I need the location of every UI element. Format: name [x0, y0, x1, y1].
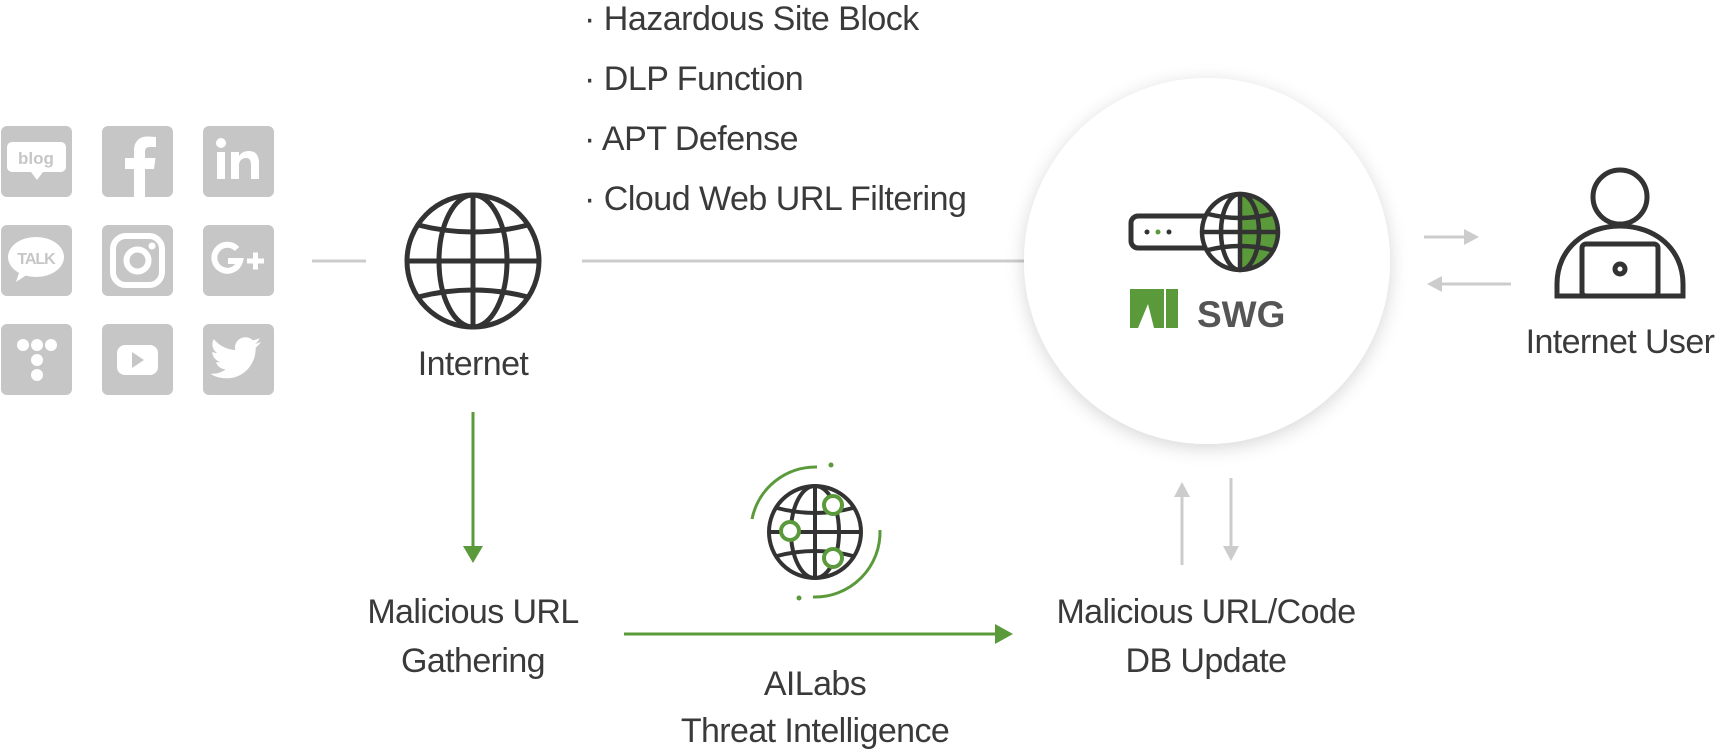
tistory-icon [1, 324, 72, 395]
swg-user-arrows [1424, 229, 1511, 292]
internet-label: Internet [418, 345, 530, 383]
linkedin-icon [203, 126, 274, 197]
internet-globe-icon [404, 192, 542, 330]
facebook-icon [102, 126, 173, 197]
gathering-label-line2: Gathering [401, 642, 545, 680]
internet-to-gathering-arrow [463, 412, 483, 563]
swg-db-sync-arrows [1174, 478, 1239, 565]
ailabs-label-line1: AILabs [764, 665, 866, 703]
twitter-icon [203, 324, 274, 395]
threat-intelligence-globe-icon [750, 462, 882, 601]
ailabs-label-line2: Threat Intelligence [681, 712, 949, 750]
instagram-icon [102, 225, 173, 296]
swg-server-globe-icon [1128, 191, 1281, 273]
aiswg-logo: SWG [1130, 289, 1285, 335]
gathering-label-line1: Malicious URL [367, 593, 578, 631]
db-update-label-line2: DB Update [1126, 642, 1287, 680]
feature-dlp-function: · DLP Function [584, 60, 803, 98]
aiswg-logo-mark [1130, 289, 1164, 328]
kakaotalk-icon: TALK [1, 225, 72, 296]
internet-user-icon [1554, 167, 1686, 299]
db-update-label-line1: Malicious URL/Code [1056, 593, 1355, 631]
feature-cloud-web-url-filtering: · Cloud Web URL Filtering [584, 180, 966, 218]
aiswg-logo-text: SWG [1197, 294, 1285, 335]
gathering-to-db-arrow [624, 624, 1013, 644]
blog-icon-text: blog [18, 149, 54, 168]
aiswg-circle [1024, 78, 1390, 444]
kakaotalk-icon-text: TALK [17, 251, 56, 268]
social-icon-grid: blog TALK [1, 126, 274, 395]
blog-icon: blog [1, 126, 72, 197]
youtube-icon [102, 324, 173, 395]
feature-list: · Hazardous Site Block · DLP Function · … [584, 0, 967, 218]
googleplus-icon [203, 225, 274, 296]
feature-apt-defense: · APT Defense [584, 120, 798, 158]
feature-hazardous-site-block: · Hazardous Site Block [584, 0, 920, 38]
internet-user-label: Internet User [1526, 323, 1715, 361]
